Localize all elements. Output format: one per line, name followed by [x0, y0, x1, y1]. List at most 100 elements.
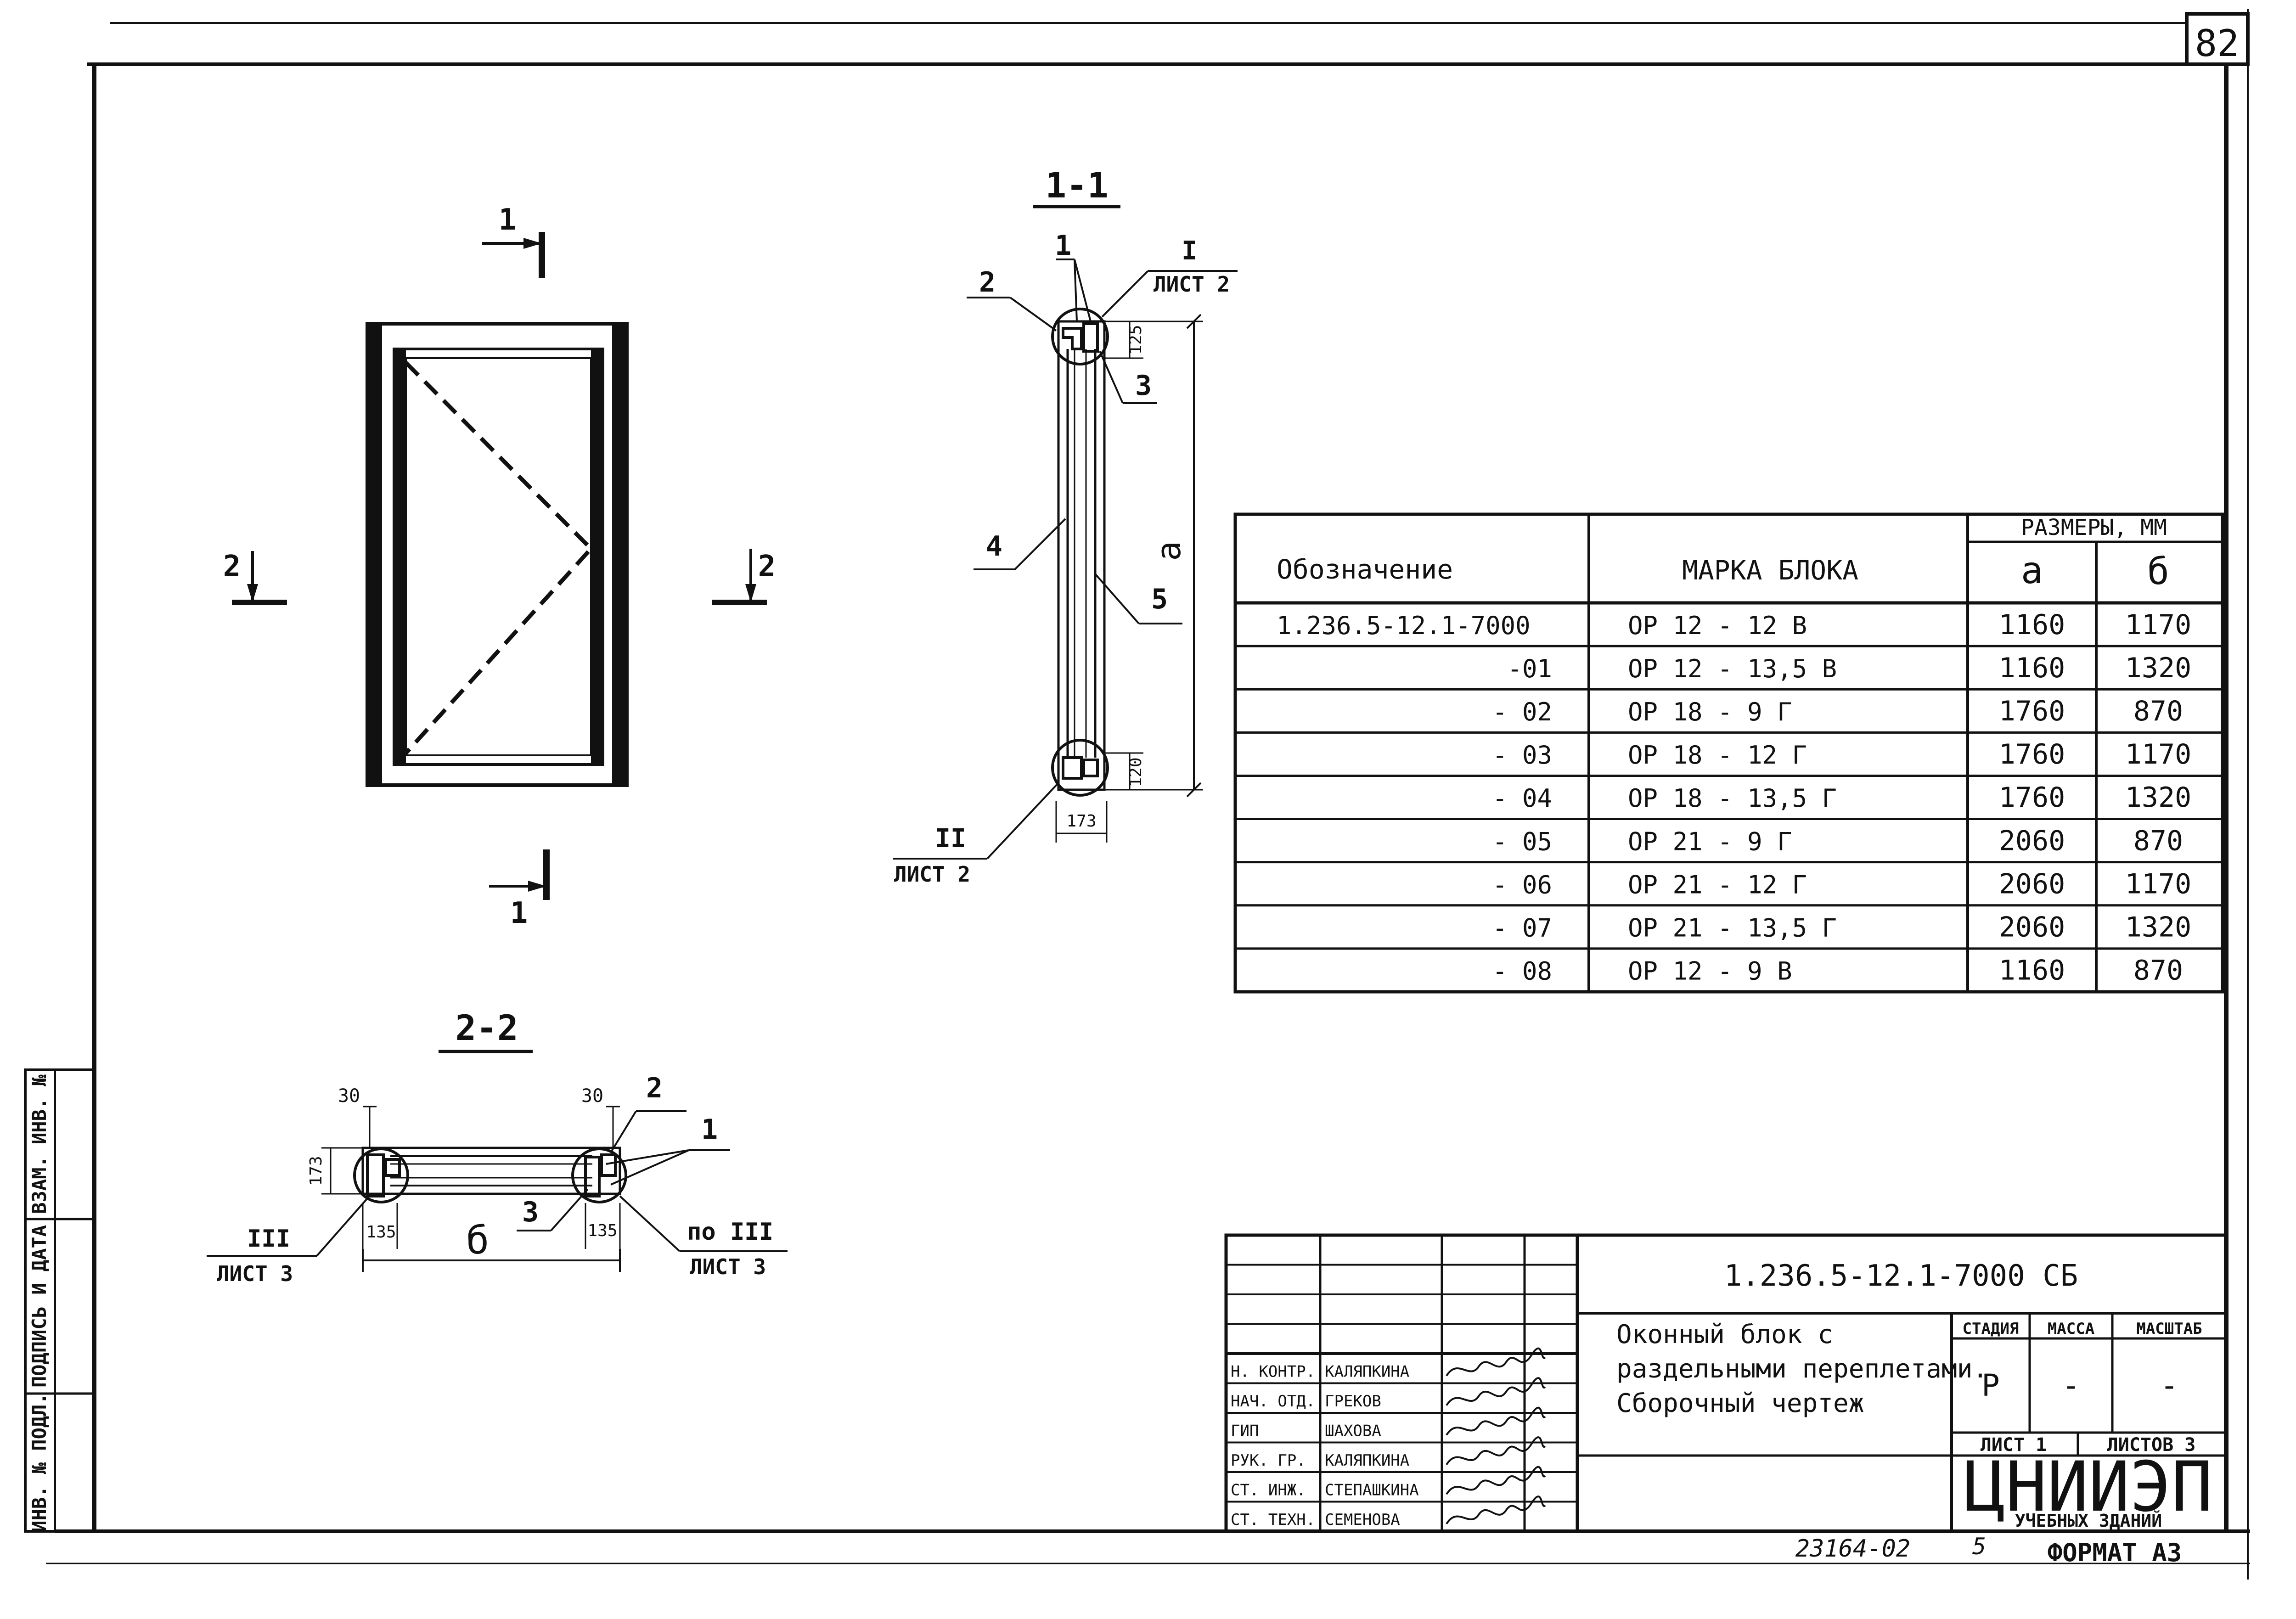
scale-header: МАСШТАБ: [2136, 1320, 2202, 1338]
spec-table-frame: [1233, 512, 2224, 994]
side-stamp: ИНВ. № ПОДЛ. ПОДПИСЬ И ДАТА ВЗАМ. ИНВ. №: [24, 1068, 96, 1533]
copy-mark: 5: [1972, 1533, 1986, 1560]
spec-row-brand: ОР 18 - 12 Г: [1628, 741, 1807, 770]
mass-value: -: [2062, 1368, 2080, 1403]
spec-row-designation: -01: [1507, 654, 1552, 683]
spec-row-designation: - 07: [1492, 914, 1552, 943]
s2-callout-2: 2: [646, 1072, 663, 1104]
section-1-profile: [1057, 320, 1106, 791]
node-circle-III-right: [571, 1147, 627, 1203]
col-b-header: б: [2147, 550, 2169, 593]
s1-dim-bottom: 120: [1126, 757, 1145, 787]
s1-node-II-sheet: ЛИСТ 2: [894, 862, 970, 887]
col-a-header: а: [2021, 549, 2043, 592]
s2-dim-135-left: 135: [366, 1223, 396, 1242]
spec-row-b: 1320: [2125, 781, 2192, 814]
spec-row-brand: ОР 21 - 9 Г: [1628, 827, 1792, 856]
org-name: ЦНИИЭП: [1964, 1447, 2213, 1527]
sheet-number-box: [2185, 12, 2250, 66]
spec-row-designation: - 04: [1492, 784, 1552, 813]
window-elevation: 1 1 2 2: [223, 203, 776, 930]
s2-callout-1: 1: [701, 1113, 718, 1146]
handwritten-signature: [1446, 1495, 1546, 1524]
signature-name: КАЛЯПКИНА: [1325, 1362, 1409, 1381]
spec-row-a: 1760: [1999, 781, 2065, 814]
signature-name: ГРЕКОВ: [1325, 1392, 1381, 1411]
signature-role: ГИП: [1231, 1422, 1259, 1440]
sheet-label: ЛИСТ 1: [1981, 1434, 2047, 1456]
spec-table: Обозначение МАРКА БЛОКА РАЗМЕРЫ, ММ а б …: [1233, 512, 2224, 994]
s2-dim-width: б: [466, 1218, 490, 1263]
section-2-2: 2-2 1 2 3 30 30 173: [207, 1007, 788, 1286]
spec-row-brand: ОР 12 - 9 В: [1628, 957, 1792, 986]
cut-label-2-right: 2: [758, 550, 776, 584]
spec-row-b: 1170: [2125, 609, 2192, 641]
col-designation-header: Обозначение: [1277, 554, 1453, 585]
spec-row-brand: ОР 21 - 12 Г: [1628, 870, 1807, 899]
s2-node-left: III: [247, 1225, 290, 1253]
spec-row-a: 2060: [1999, 825, 2065, 857]
handwritten-signature: [1446, 1377, 1546, 1406]
s2-node-right: по III: [687, 1218, 773, 1246]
s2-dim-135-right: 135: [587, 1221, 617, 1240]
spec-row-designation: - 05: [1492, 827, 1552, 856]
s1-dim-height: а: [1149, 541, 1188, 561]
handwritten-signature: [1446, 1466, 1546, 1495]
node-circle-I: [1051, 308, 1109, 365]
sheet-format: ФОРМАТ А3: [2048, 1538, 2182, 1567]
window-glazing: [405, 357, 592, 756]
doc-title-line-1: Оконный блок с: [1616, 1320, 1833, 1349]
spec-row-designation: - 06: [1492, 870, 1552, 899]
spec-row-a: 2060: [1999, 868, 2065, 900]
s1-callout-5: 5: [1151, 583, 1168, 615]
section-2-profile: [361, 1147, 621, 1195]
side-stamp-sign: ПОДПИСЬ И ДАТА: [28, 1225, 51, 1388]
signature-role: Н. КОНТР.: [1231, 1362, 1315, 1381]
signature-role: СТ. ТЕХН.: [1231, 1511, 1315, 1529]
col-brand-header: МАРКА БЛОКА: [1682, 555, 1858, 586]
spec-row-b: 1320: [2125, 911, 2192, 944]
sheets-label: ЛИСТОВ 3: [2107, 1434, 2196, 1456]
spec-row-b: 870: [2133, 825, 2183, 857]
spec-row-a: 1760: [1999, 695, 2065, 727]
spec-row-brand: ОР 18 - 13,5 Г: [1628, 784, 1837, 813]
signature-name: ШАХОВА: [1325, 1422, 1381, 1440]
scale-value: -: [2160, 1368, 2178, 1403]
sheet-frame: 82: [46, 9, 2250, 1580]
stage-value: Р: [1981, 1368, 2000, 1403]
document-code: 1.236.5-12.1-7000 СБ: [1724, 1259, 2078, 1293]
s1-callout-4: 4: [986, 530, 1002, 562]
spec-row-designation: - 08: [1492, 957, 1552, 986]
s2-dim-30-left: 30: [338, 1085, 360, 1107]
spec-row-b: 1170: [2125, 868, 2192, 900]
s1-callout-2: 2: [979, 266, 996, 298]
signature-name: СТЕПАШКИНА: [1325, 1481, 1419, 1499]
s2-callout-3: 3: [522, 1196, 539, 1228]
sheet-number: 82: [2195, 22, 2239, 65]
handwritten-signature: [1446, 1436, 1546, 1465]
handwritten-signature: [1446, 1347, 1546, 1377]
stage-header: СТАДИЯ: [1963, 1320, 2019, 1338]
s1-node-I-sheet: ЛИСТ 2: [1154, 272, 1230, 297]
spec-row-designation: - 02: [1492, 697, 1552, 726]
s1-dim-top: 125: [1126, 325, 1145, 354]
s2-node-left-sheet: ЛИСТ 3: [217, 1261, 293, 1286]
cut-label-1-bottom: 1: [510, 896, 528, 930]
mass-header: МАССА: [2048, 1320, 2094, 1338]
spec-row-a: 1160: [1999, 609, 2065, 641]
archive-number: 23164-02: [1795, 1535, 1910, 1563]
s2-dim-depth: 173: [307, 1156, 326, 1186]
window-sash: [393, 348, 604, 766]
spec-row-brand: ОР 18 - 9 Г: [1628, 697, 1792, 726]
cut-label-1-top: 1: [499, 203, 517, 237]
spec-row-brand: ОР 12 - 12 В: [1628, 611, 1807, 640]
signature-name: КАЛЯПКИНА: [1325, 1451, 1409, 1470]
signature-role: РУК. ГР.: [1231, 1451, 1306, 1470]
cut-label-2-left: 2: [223, 550, 241, 584]
doc-title-line-2: раздельными переплетами.: [1616, 1354, 1988, 1384]
title-block: 1.236.5-12.1-7000 СБ Оконный блок с разд…: [1224, 1233, 2228, 1533]
section-1-1-title: 1-1: [1045, 165, 1108, 206]
